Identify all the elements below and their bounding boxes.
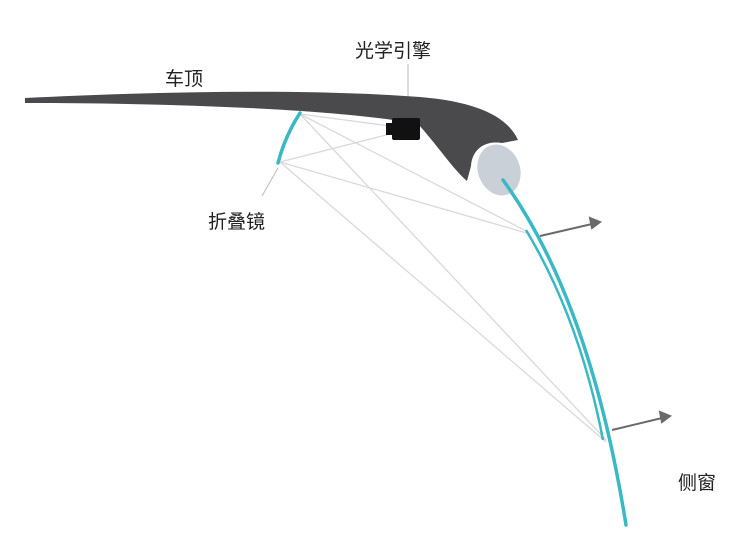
optical-engine-shape (392, 118, 420, 140)
output-arrows (539, 216, 673, 431)
arrow-bottom-head (658, 410, 673, 424)
label-side-window: 侧窗 (678, 472, 717, 494)
label-roof: 车顶 (165, 68, 204, 90)
arrow-top-head (588, 216, 603, 230)
roof-shape (25, 91, 518, 181)
label-optical-engine: 光学引擎 (355, 40, 432, 62)
light-rays (279, 113, 607, 443)
ray-mirror-bottom-to-engine (279, 133, 391, 163)
arrow-top-line (539, 223, 593, 237)
ray-mirror-to-window-bottom-2 (279, 161, 607, 443)
ray-mirror-top-to-engine (299, 113, 391, 127)
ray-mirror-to-window-top (299, 113, 529, 233)
leader-folding-mirror (261, 167, 279, 197)
optical-engine-lens (386, 123, 394, 135)
window-seal (475, 142, 523, 198)
ray-mirror-to-window-bottom (299, 113, 607, 441)
folding-mirror-shape (276, 111, 302, 165)
arrow-bottom-line (611, 417, 663, 431)
side-window-shape (501, 178, 628, 527)
label-folding-mirror: 折叠镜 (208, 211, 266, 233)
side-window-inner-layer (524, 229, 605, 441)
ray-mirror-to-window-top-2 (279, 161, 531, 235)
